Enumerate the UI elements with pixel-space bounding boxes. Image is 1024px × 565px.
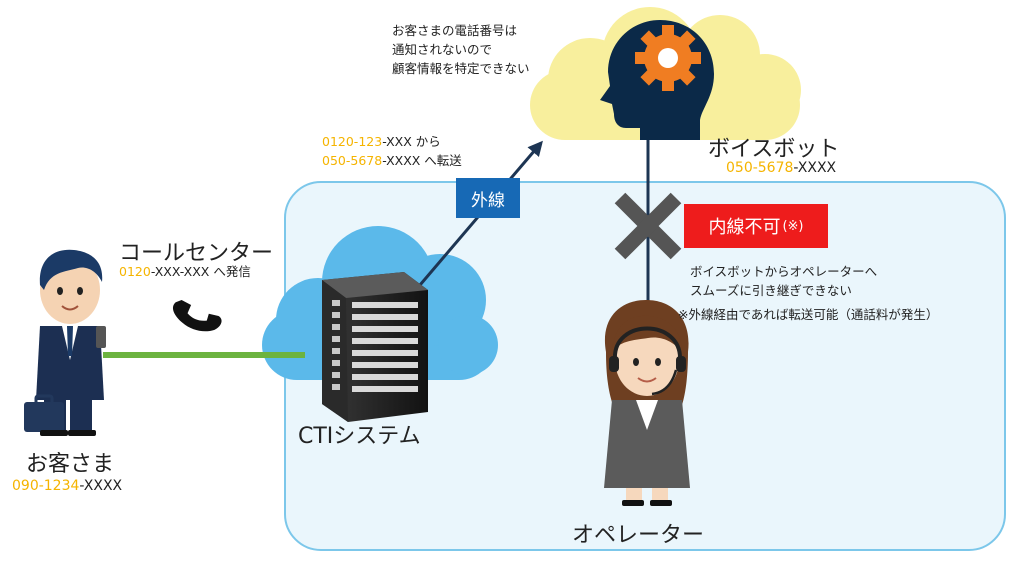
note-line: 通知されないので [392, 42, 493, 57]
voicebot-number-suffix: -XXXX [793, 160, 837, 176]
voicebot-number: 050-5678-XXXX [726, 160, 836, 176]
handoff-note-line: スムーズに引き継ぎできない [690, 283, 852, 298]
forward-note: 0120-123-XXX から 050-5678-XXXX へ転送 [322, 132, 462, 170]
customer-title: お客さま [26, 452, 115, 477]
call-center-number-prefix: 0120 [119, 264, 151, 279]
call-center-number: 0120-XXX-XXX へ発信 [119, 262, 251, 281]
forward-from-number: 0120-123 [322, 134, 383, 149]
handoff-note: ボイスボットからオペレーターへ スムーズに引き継ぎできない [690, 262, 877, 300]
customer-figure [24, 249, 106, 436]
cti-server-icon [322, 272, 428, 422]
forward-to-suffix: -XXXX へ転送 [382, 153, 462, 168]
customer-number: 090-1234-XXXX [12, 478, 122, 494]
call-center-title: コールセンター [119, 241, 274, 266]
voicebot-title: ボイスボット [708, 137, 840, 162]
forward-from-suffix: -XXX から [382, 134, 441, 149]
voicebot-head-icon [600, 20, 714, 140]
internal-line-unavailable-badge: 内線不可(※) [684, 204, 828, 248]
operator-label: オペレーター [572, 523, 705, 548]
voicebot-number-prefix: 050-5678 [726, 160, 794, 176]
outside-line-badge-label: 外線 [471, 190, 505, 211]
outside-line-badge: 外線 [456, 178, 520, 218]
cti-system-label: CTIシステム [298, 424, 421, 449]
customer-number-suffix: -XXXX [79, 478, 123, 494]
note-line: 顧客情報を特定できない [392, 61, 530, 76]
internal-line-badge-label: 内線不可 [708, 217, 781, 238]
blocked-x-icon [614, 192, 682, 260]
phone-handset-icon [173, 299, 222, 332]
internal-line-badge-note: (※) [782, 218, 804, 234]
forward-to-number: 050-5678 [322, 153, 383, 168]
call-center-number-suffix: -XXX-XXX へ発信 [150, 264, 251, 279]
transfer-footnote: ※外線経由であれば転送可能（通話料が発生） [678, 307, 939, 322]
operator-figure [604, 300, 690, 506]
customer-number-hidden-note: お客さまの電話番号は 通知されないので 顧客情報を特定できない [392, 21, 530, 78]
note-line: お客さまの電話番号は [392, 23, 518, 38]
customer-number-prefix: 090-1234 [12, 478, 80, 494]
handoff-note-line: ボイスボットからオペレーターへ [690, 264, 878, 279]
